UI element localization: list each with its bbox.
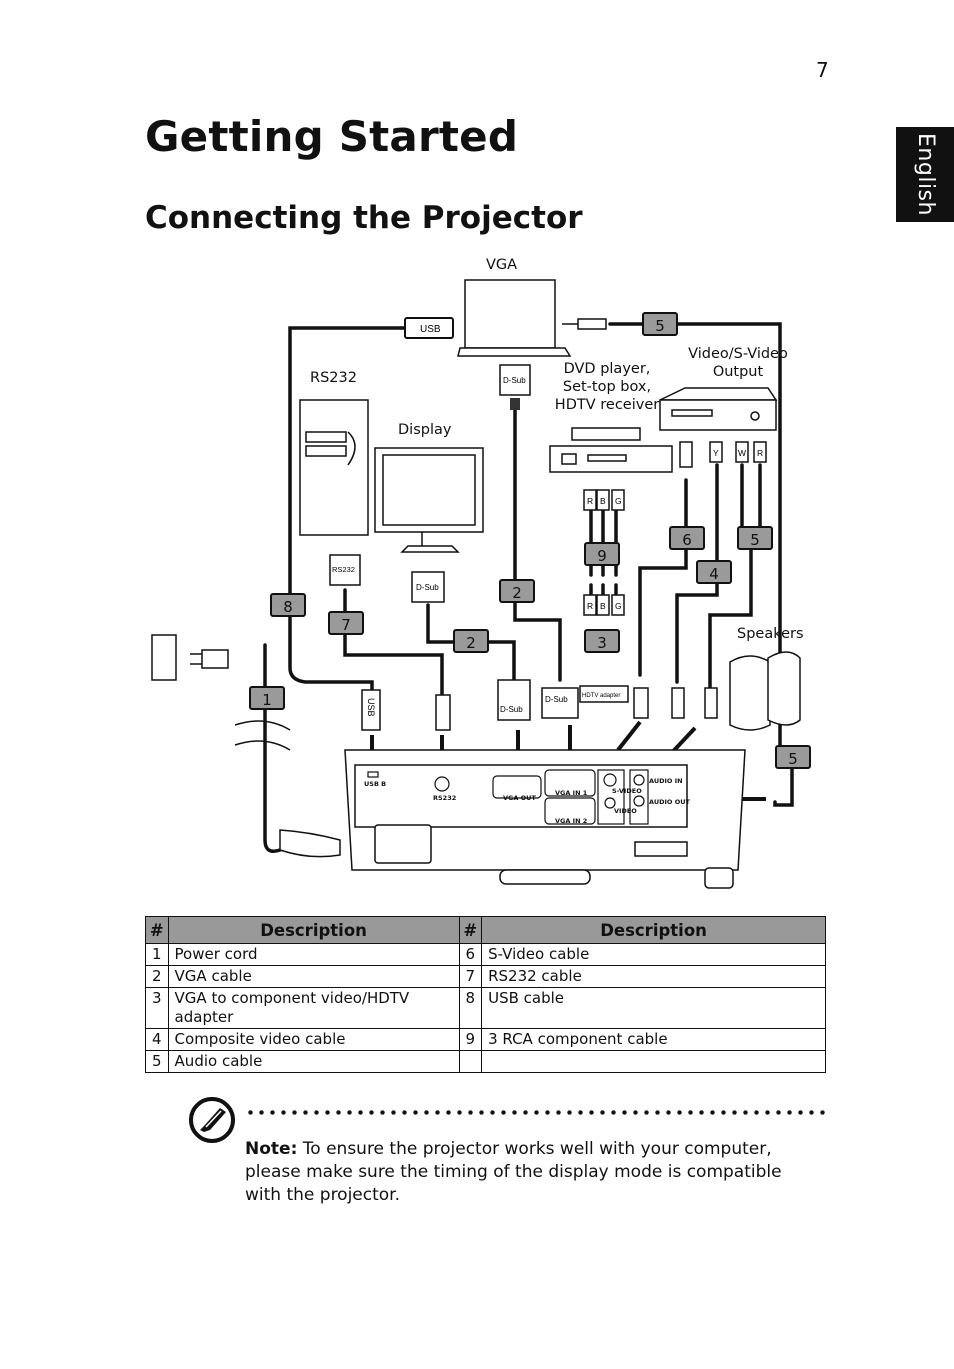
table-row: 1 Power cord 6 S-Video cable — [145, 943, 826, 966]
table-cell: 1 — [145, 943, 169, 966]
table-cell: 9 — [458, 1028, 483, 1051]
table-cell: 2 — [145, 965, 169, 988]
callout-1: 1 — [249, 686, 285, 710]
port-audio-out-label: AUDIO OUT — [649, 798, 690, 806]
rca-r-bottom: R — [587, 601, 593, 611]
video-output-line-1: Video/S-Video — [688, 346, 788, 362]
page-number: 7 — [816, 58, 829, 82]
usb-plug-label: USB — [420, 324, 441, 335]
port-audio-in-label: AUDIO IN — [649, 777, 683, 785]
table-cell: 4 — [145, 1028, 169, 1051]
table-cell: Composite video cable — [167, 1028, 460, 1051]
table-cell: USB cable — [481, 987, 826, 1029]
rs232-connector-label: RS232 — [332, 565, 355, 574]
table-cell: VGA cable — [167, 965, 460, 988]
table-header-row: # Description # Description — [145, 916, 826, 944]
vga-label: VGA — [486, 257, 518, 273]
callout-6: 6 — [669, 526, 705, 550]
table-cell: Audio cable — [167, 1050, 460, 1073]
note-text: To ensure the projector works well with … — [245, 1139, 782, 1205]
header-number-2: # — [458, 916, 483, 944]
hdtv-adapter-label: HDTV adapter — [582, 693, 620, 699]
display-dsub-label: D-Sub — [416, 583, 439, 592]
page-title: Getting Started — [145, 112, 519, 161]
video-output-line-2: Output — [712, 364, 764, 380]
callout-5-speakers: 5 — [775, 745, 811, 769]
table-cell: VGA to component video/HDTV adapter — [167, 987, 460, 1029]
rca-r: R — [757, 448, 763, 458]
rca-y: Y — [713, 448, 719, 458]
diagram-artwork: USB D-Sub — [151, 279, 801, 889]
callout-2-display: 2 — [453, 629, 489, 653]
display-label: Display — [398, 422, 452, 438]
table-cell: 3 — [145, 987, 169, 1029]
port-rs232-label: RS232 — [433, 794, 457, 802]
table-cell: 8 — [458, 987, 483, 1029]
section-title: Connecting the Projector — [145, 200, 583, 236]
table-cell — [458, 1050, 483, 1073]
header-number-1: # — [145, 916, 169, 944]
table-cell: 6 — [458, 943, 483, 966]
table-cell: 5 — [145, 1050, 169, 1073]
table-row: 3 VGA to component video/HDTV adapter 8 … — [145, 987, 826, 1029]
rca-b-bottom: B — [600, 601, 606, 611]
header-description-1: Description — [167, 916, 460, 944]
dvd-label-line-1: DVD player, — [563, 361, 651, 377]
note: Note: To ensure the projector works well… — [245, 1138, 805, 1207]
note-divider — [245, 1110, 831, 1115]
port-vga-out-label: VGA OUT — [503, 794, 536, 802]
port-vga-in-2-label: VGA IN 2 — [555, 817, 588, 825]
table-cell: S-Video cable — [481, 943, 826, 966]
callout-3: 3 — [584, 629, 620, 653]
table-cell: 7 — [458, 965, 483, 988]
header-description-2: Description — [481, 916, 826, 944]
port-vga-in-1-label: VGA IN 1 — [555, 789, 588, 797]
callout-9: 9 — [584, 542, 620, 566]
rca-b-top: B — [600, 496, 606, 506]
video-output-label: Video/S-Video Output — [685, 345, 791, 381]
note-icon-artwork — [189, 1097, 235, 1143]
port-video-label: VIDEO — [614, 807, 637, 815]
callout-8: 8 — [270, 593, 306, 617]
laptop-dsub-label: D-Sub — [503, 376, 526, 385]
callout-4: 4 — [696, 560, 732, 584]
table-cell: RS232 cable — [481, 965, 826, 988]
rs232-label: RS232 — [310, 370, 357, 386]
language-tab: English — [896, 127, 954, 222]
port-usb-b-label: USB B — [364, 780, 387, 788]
callout-5-mid: 5 — [737, 526, 773, 550]
table-row: 5 Audio cable — [145, 1050, 826, 1073]
speakers-label: Speakers — [737, 626, 804, 642]
usb-b-plug-label: USB — [366, 698, 376, 717]
table-cell: 3 RCA component cable — [481, 1028, 826, 1051]
note-icon — [188, 1096, 236, 1144]
rca-w: W — [738, 448, 746, 458]
callout-2-laptop: 2 — [499, 579, 535, 603]
callout-5-top: 5 — [642, 312, 678, 336]
language-tab-label: English — [912, 133, 938, 216]
table-cell: Power cord — [167, 943, 460, 966]
rca-g-bottom: G — [615, 601, 622, 611]
callout-7: 7 — [328, 611, 364, 635]
dvd-label: DVD player, Set-top box, HDTV receiver — [554, 360, 660, 414]
vga-in1-plug-label: D-Sub — [545, 695, 568, 704]
note-label: Note: — [245, 1139, 298, 1159]
table-cell — [481, 1050, 826, 1073]
table-row: 2 VGA cable 7 RS232 cable — [145, 965, 826, 988]
rca-r-top: R — [587, 496, 593, 506]
rca-g-top: G — [615, 496, 622, 506]
cable-description-table: # Description # Description 1 Power cord… — [145, 916, 826, 1073]
vga-in2-plug-label: D-Sub — [500, 705, 523, 714]
dvd-label-line-2: Set-top box, — [562, 379, 652, 395]
connection-diagram: USB D-Sub — [140, 250, 840, 900]
dvd-label-line-3: HDTV receiver — [554, 397, 660, 413]
port-s-video-label: S-VIDEO — [612, 787, 642, 795]
table-row: 4 Composite video cable 9 3 RCA componen… — [145, 1028, 826, 1051]
